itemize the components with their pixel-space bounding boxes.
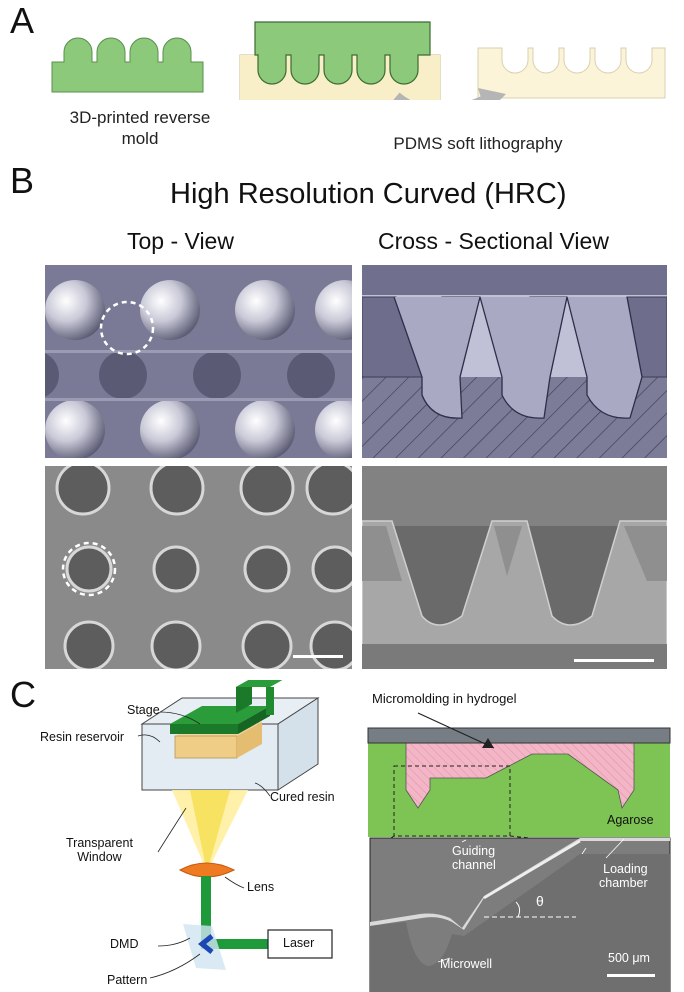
pdms-result-shape <box>477 47 666 99</box>
top-view-render <box>45 265 352 458</box>
cured-resin-label: Cured resin <box>270 790 335 804</box>
pattern-label: Pattern <box>107 973 148 987</box>
inserted-mold <box>254 21 431 85</box>
loading-chamber-line1: Loading <box>603 862 648 876</box>
process-arrow-head <box>478 88 506 100</box>
mold-caption: 3D-printed reverse mold <box>40 107 240 150</box>
laser-label: Laser <box>283 936 315 950</box>
highlight-circle-sem <box>61 541 117 597</box>
panel-b-letter: B <box>10 160 35 201</box>
cross-view-title: Cross - Sectional View <box>378 228 609 254</box>
agarose-label: Agarose <box>607 813 654 827</box>
transparent-window-line2: Window <box>77 850 122 864</box>
guiding-channel-line2: channel <box>452 858 496 872</box>
sem-top-scale-bar <box>293 655 343 658</box>
top-view-dimples <box>45 280 352 458</box>
pdms-caption: PDMS soft lithography <box>393 134 563 153</box>
theta-label: θ <box>536 893 544 909</box>
transparent-window-label: Transparent Window <box>66 836 133 864</box>
lens-shape <box>178 862 236 878</box>
scale-bar-label: 500 μm <box>608 951 650 965</box>
dmd-label: DMD <box>110 937 139 951</box>
pattern-chevron <box>197 934 214 954</box>
sem-top-view <box>45 466 352 669</box>
panel-b-title: High Resolution Curved (HRC) <box>170 178 567 210</box>
guiding-channel-line1: Guiding <box>452 844 496 858</box>
top-plate <box>367 727 671 744</box>
printer-schematic <box>137 680 333 979</box>
sem-cross-section <box>362 466 667 669</box>
pink-stamp <box>405 742 635 810</box>
sem-cross-scale-bar <box>574 659 654 662</box>
top-view-title: Top - View <box>127 228 234 254</box>
microwell-label: Microwell <box>440 957 493 971</box>
highlight-circle-render <box>99 300 155 356</box>
hydrogel-schematic <box>367 712 671 992</box>
resin-reservoir-label: Resin reservoir <box>40 730 125 744</box>
reverse-mold-shape <box>51 37 204 93</box>
loading-chamber-label: Loading chamber <box>599 862 648 890</box>
hydrogel-scale-bar <box>607 974 655 977</box>
panel-c-letter: C <box>10 674 36 715</box>
build-stage <box>170 706 270 724</box>
guiding-channel-label: Guiding channel <box>452 844 496 872</box>
mold-caption-line1: 3D-printed reverse <box>69 108 211 127</box>
mold-caption-line2: mold <box>121 129 159 149</box>
transparent-window-line1: Transparent <box>66 836 133 850</box>
panel-a-schematic <box>51 21 666 100</box>
loading-chamber-line2: chamber <box>599 876 648 890</box>
cross-section-render <box>362 265 667 458</box>
stage-label: Stage <box>127 703 160 717</box>
panel-a-letter: A <box>10 0 35 41</box>
lens-label: Lens <box>247 880 275 894</box>
hydrogel-title: Micromolding in hydrogel <box>372 691 517 706</box>
laser-box <box>267 929 333 959</box>
